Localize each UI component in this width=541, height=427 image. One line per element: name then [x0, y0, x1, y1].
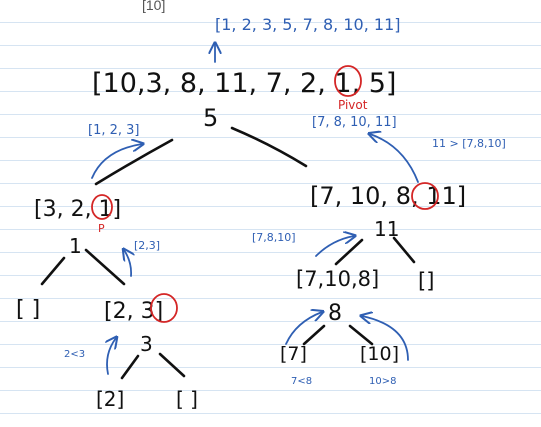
right-empty-array: [] [418, 269, 434, 293]
left-pivot-mark: P [98, 222, 105, 235]
right-leaf-ten: [10] [360, 343, 399, 365]
left-leaf-two: [2] [96, 387, 124, 411]
left-sub-sorted-arrow [124, 250, 131, 277]
root-pivot-circle [334, 65, 362, 97]
left-compare-note: 2<3 [64, 349, 85, 360]
result-sorted-array: [1, 2, 3, 5, 7, 8, 10, 11] [215, 15, 400, 34]
right-left-note: 7<8 [291, 376, 312, 387]
left-sorted-label: [1, 2, 3] [88, 123, 140, 138]
right-pivot-circle [411, 182, 439, 210]
right-branch-right-line [392, 236, 416, 264]
comparison-note: 11 > [7,8,10] [432, 137, 506, 150]
right-array: [7, 10, 8, 11] [310, 182, 466, 210]
pivot-label: Pivot [338, 98, 368, 112]
left-child-left-line [120, 354, 140, 380]
right-child-left-line [302, 324, 326, 346]
left-branch-right-line [84, 248, 126, 286]
right-sub-sorted-label: [7,8,10] [252, 231, 296, 244]
left-empty-array: [ ] [16, 297, 40, 322]
root-array: [10,3, 8, 11, 7, 2, 1, 5] [92, 68, 396, 99]
right-leaf-seven: [7] [280, 343, 307, 365]
right-child-right-line [348, 324, 374, 346]
right-sorted-label: [7, 8, 10, 11] [312, 115, 397, 130]
right-leaf-left-arrow [285, 312, 322, 345]
left-leaf-empty: [ ] [176, 387, 198, 411]
left-array: [3, 2, 1] [34, 197, 121, 222]
right-child-array: [7,10,8] [296, 267, 379, 291]
root-left-branch [94, 138, 174, 186]
left-child-right-line [158, 352, 186, 378]
left-pivot-value: 1 [69, 234, 82, 258]
left-branch-left-line [40, 256, 66, 286]
right-pivot-value: 11 [374, 217, 399, 241]
right-right-note: 10>8 [369, 376, 396, 387]
root-right-branch [230, 126, 308, 168]
right-branch-left-line [334, 238, 364, 266]
right-child-pivot: 8 [328, 301, 342, 326]
left-sorted-arrow [91, 144, 142, 179]
left-compare-arrow [107, 338, 116, 375]
left-pivot-circle [91, 194, 113, 220]
left-child-pivot-circle [150, 293, 178, 323]
left-child-pivot: 3 [140, 332, 153, 356]
clipped-top-label: [10] [142, 0, 165, 13]
right-sub-sorted-arrow [315, 236, 354, 257]
right-sorted-arrow [370, 134, 419, 183]
left-sub-sorted-label: [2,3] [134, 239, 160, 252]
root-pivot-value: 5 [203, 104, 218, 132]
right-leaf-right-arrow [362, 316, 409, 361]
left-child-array: [2, 3] [104, 299, 163, 324]
